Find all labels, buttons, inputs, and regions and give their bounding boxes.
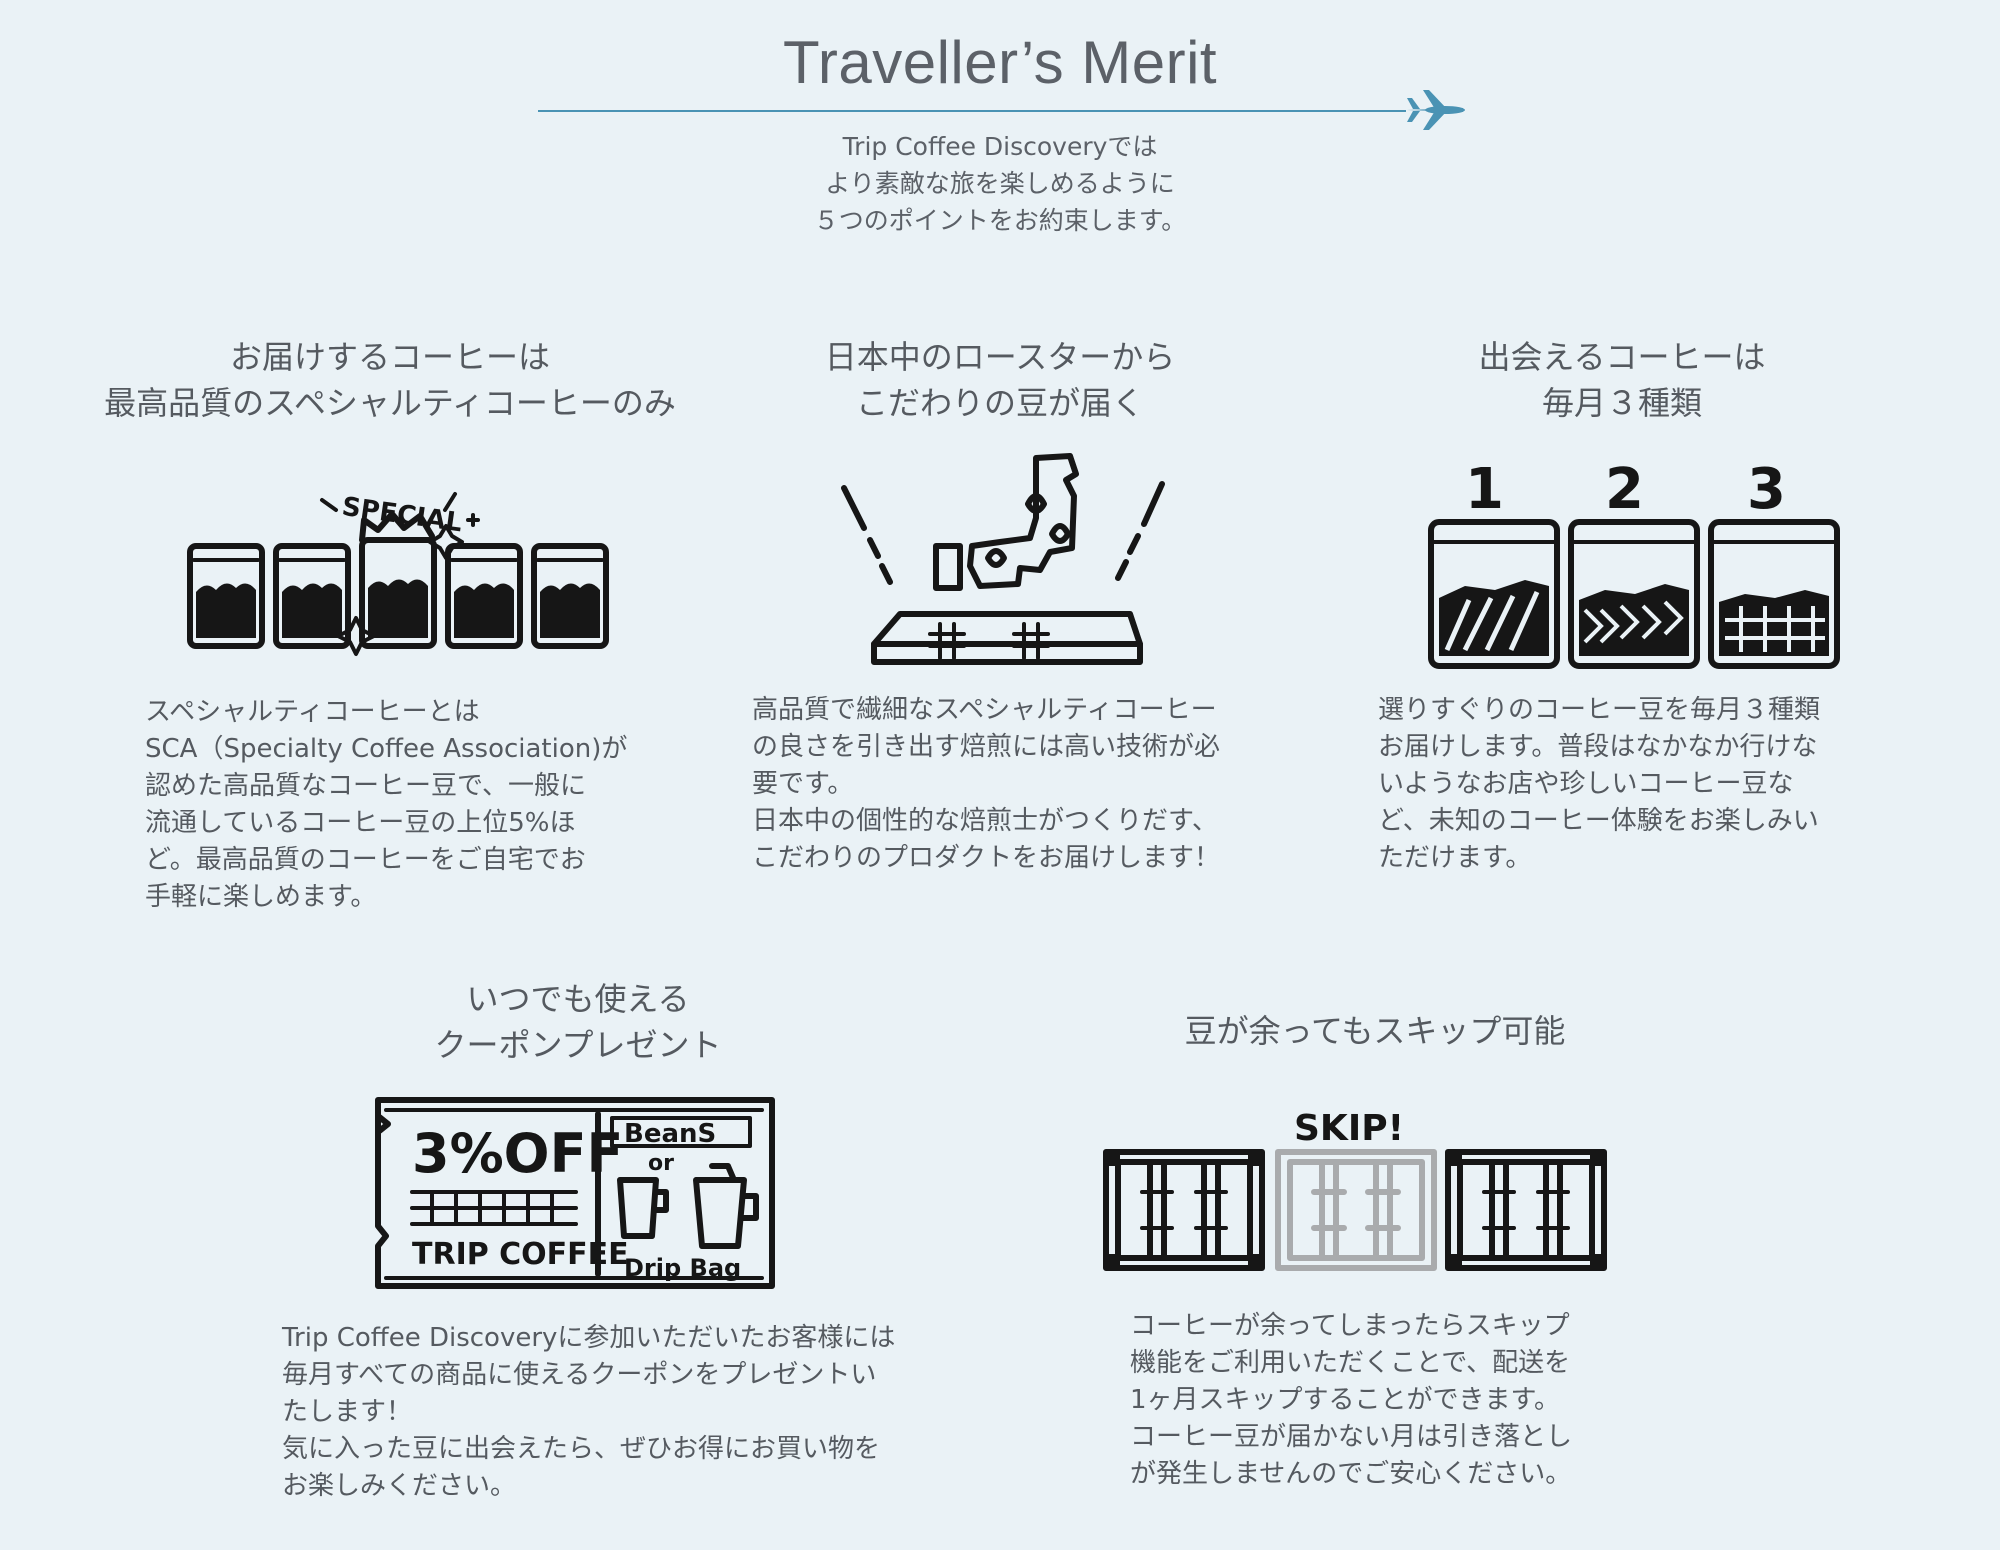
body-line: 選りすぐりのコーヒー豆を毎月３種類 bbox=[1378, 695, 1821, 725]
heading-line: 最高品質のスペシャルティコーヒーのみ bbox=[104, 384, 676, 422]
coupon-or-text: or bbox=[648, 1151, 674, 1176]
merit-heading-three-kinds: 出会えるコーヒーは 毎月３種類 bbox=[1322, 334, 1922, 426]
coupon-dripbag-text: Drip Bag bbox=[624, 1254, 741, 1282]
merit-body-roasters: 高品質で繊細なスペシャルティコーヒー の良さを引き出す焙煎には高い技術が必 要で… bbox=[752, 692, 1220, 877]
body-line: 日本中の個性的な焙煎士がつくりだす、 bbox=[752, 806, 1218, 836]
three-jars-icon: 1 2 3 bbox=[1428, 457, 1840, 669]
body-line: 手軽に楽しめます。 bbox=[145, 882, 377, 912]
merit-heading-skip: 豆が余ってもスキップ可能 bbox=[1000, 1008, 1750, 1054]
merit-body-skip: コーヒーが余ってしまったらスキップ 機能をご利用いただくことで、配送を 1ヶ月ス… bbox=[1130, 1308, 1572, 1493]
merit-body-coupon: Trip Coffee Discoveryに参加いただいたお客様には 毎月すべて… bbox=[282, 1320, 895, 1505]
body-line: の良さを引き出す焙煎には高い技術が必 bbox=[752, 732, 1221, 762]
heading-line: いつでも使える bbox=[466, 980, 690, 1018]
title-divider bbox=[538, 110, 1406, 112]
heading-line: 毎月３種類 bbox=[1541, 384, 1702, 422]
body-line: スペシャルティコーヒーとは bbox=[145, 697, 480, 727]
coupon-ticket-icon: 3%OFF TRIP COFFEE BeanS or Drip Bag bbox=[375, 1097, 775, 1289]
merit-body-three-kinds: 選りすぐりのコーヒー豆を毎月３種類 お届けします。普段はなかなか行けな いような… bbox=[1378, 692, 1820, 877]
body-line: 高品質で繊細なスペシャルティコーヒー bbox=[752, 695, 1217, 725]
body-line: 気に入った豆に出会えたら、ぜひお得にお買い物を bbox=[282, 1434, 881, 1464]
special-label: SPECIAL bbox=[340, 492, 464, 539]
skip-label: SKIP! bbox=[1294, 1108, 1404, 1149]
body-line: ど、未知のコーヒー体験をお楽しみい bbox=[1378, 806, 1819, 836]
intro-text: Trip Coffee Discoveryでは より素敵な旅を楽しめるように ５… bbox=[0, 128, 2000, 239]
heading-line: クーポンプレゼント bbox=[434, 1026, 722, 1064]
body-line: SCA（Specialty Coffee Association)が bbox=[145, 734, 628, 764]
body-line: が発生しませんのでご安心ください。 bbox=[1130, 1459, 1572, 1489]
five-coffee-bags-special-icon: SPECIAL bbox=[187, 492, 609, 656]
coupon-beans-text: BeanS bbox=[624, 1119, 716, 1149]
heading-line: お届けするコーヒーは bbox=[229, 338, 550, 376]
coupon-discount-text: 3%OFF bbox=[412, 1122, 623, 1185]
japan-map-roaster-icon bbox=[841, 453, 1165, 665]
jar-number-1: 1 bbox=[1465, 457, 1504, 522]
body-line: 流通しているコーヒー豆の上位5%ほ bbox=[145, 808, 576, 838]
body-line: ど。最高品質のコーヒーをご自宅でお bbox=[145, 845, 586, 875]
skip-boxes-icon: SKIP! bbox=[1103, 1108, 1607, 1271]
body-line: ただけます。 bbox=[1378, 843, 1532, 873]
body-line: お楽しみください。 bbox=[282, 1471, 517, 1501]
body-line: 機能をご利用いただくことで、配送を bbox=[1130, 1348, 1571, 1378]
body-line: Trip Coffee Discoveryに参加いただいたお客様には bbox=[282, 1323, 896, 1353]
jar-number-3: 3 bbox=[1747, 457, 1786, 522]
airplane-icon bbox=[1407, 90, 1465, 130]
jar-number-2: 2 bbox=[1605, 457, 1644, 522]
body-line: コーヒー豆が届かない月は引き落とし bbox=[1130, 1422, 1573, 1452]
merit-heading-roasters: 日本中のロースターから こだわりの豆が届く bbox=[700, 334, 1300, 426]
heading-line: 豆が余ってもスキップ可能 bbox=[1184, 1012, 1566, 1050]
merit-body-specialty: スペシャルティコーヒーとは SCA（Specialty Coffee Assoc… bbox=[145, 694, 627, 916]
body-line: 1ヶ月スキップすることができます。 bbox=[1130, 1385, 1560, 1415]
intro-line: より素敵な旅を楽しめるように bbox=[825, 169, 1175, 198]
page-title: Traveller’s Merit bbox=[782, 29, 1218, 96]
heading-line: 日本中のロースターから bbox=[824, 338, 1176, 376]
merit-heading-specialty: お届けするコーヒーは 最高品質のスペシャルティコーヒーのみ bbox=[40, 334, 740, 426]
body-line: たします！ bbox=[282, 1397, 413, 1427]
body-line: 認めた高品質なコーヒー豆で、一般に bbox=[145, 771, 586, 801]
body-line: いようなお店や珍しいコーヒー豆な bbox=[1378, 769, 1794, 799]
heading-line: こだわりの豆が届く bbox=[855, 384, 1144, 422]
coupon-brand-text: TRIP COFFEE bbox=[412, 1237, 629, 1272]
heading-line: 出会えるコーヒーは bbox=[1478, 338, 1766, 376]
intro-line: Trip Coffee Discoveryでは bbox=[842, 132, 1158, 161]
merit-heading-coupon: いつでも使える クーポンプレゼント bbox=[278, 976, 878, 1068]
body-line: お届けします。普段はなかなか行けな bbox=[1378, 732, 1818, 762]
intro-line: ５つのポイントをお約束します。 bbox=[813, 206, 1187, 235]
body-line: 毎月すべての商品に使えるクーポンをプレゼントい bbox=[282, 1360, 877, 1390]
body-line: こだわりのプロダクトをお届けします！ bbox=[752, 843, 1221, 873]
body-line: コーヒーが余ってしまったらスキップ bbox=[1130, 1311, 1570, 1341]
body-line: 要です。 bbox=[752, 769, 854, 799]
